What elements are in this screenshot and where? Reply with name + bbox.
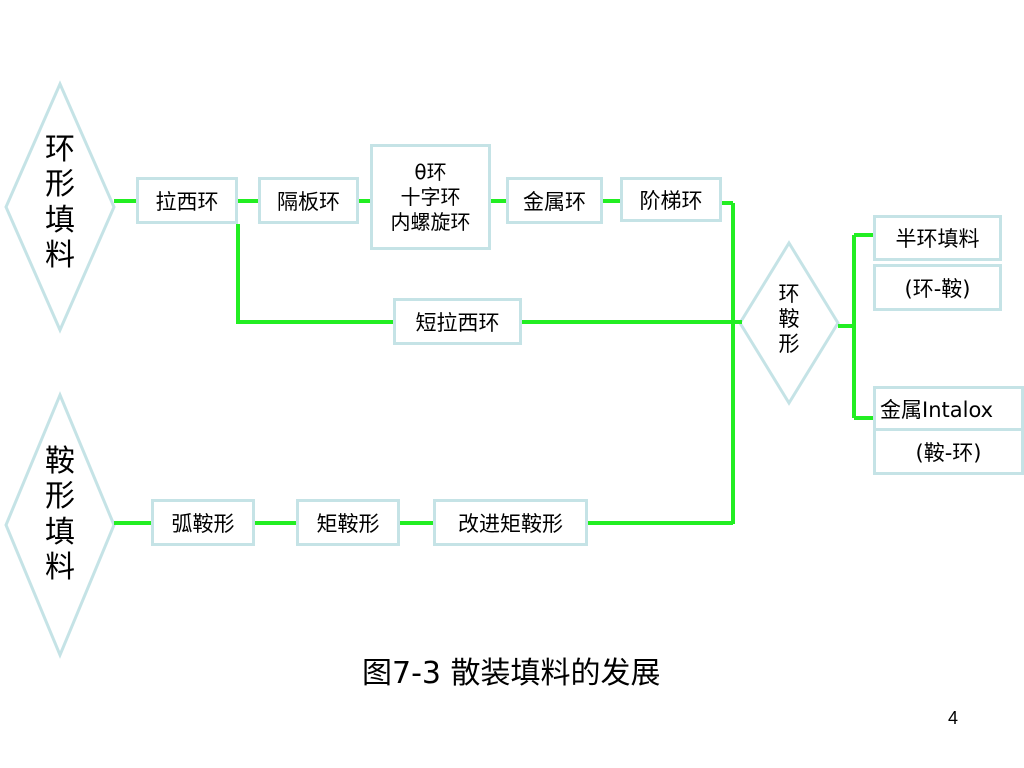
node-metal-intalox-label: 金属Intalox bbox=[880, 398, 994, 422]
saddle-packing-text: 鞍形填料 bbox=[45, 444, 75, 586]
node-partition-ring-label: 隔板环 bbox=[277, 189, 340, 214]
ring-saddle-text: 环鞍形 bbox=[778, 282, 800, 356]
node-raschig-ring: 拉西环 bbox=[136, 177, 238, 224]
node-improved-intalox-saddle: 改进矩鞍形 bbox=[433, 499, 588, 546]
node-metal-ring: 金属环 bbox=[506, 177, 603, 224]
node-half-ring-label: 半环填料 bbox=[895, 227, 980, 251]
node-intalox-saddle: 矩鞍形 bbox=[296, 499, 400, 546]
node-short-raschig-label: 短拉西环 bbox=[415, 310, 500, 335]
node-half-ring-note: (环-鞍) bbox=[873, 264, 1002, 311]
cross-ring-label: 十字环 bbox=[400, 184, 461, 209]
connector-lines bbox=[114, 199, 873, 525]
node-partition-ring: 隔板环 bbox=[258, 177, 359, 224]
ring-saddle-diamond bbox=[738, 240, 840, 406]
node-raschig-ring-label: 拉西环 bbox=[155, 189, 219, 214]
node-intalox-saddle-label: 矩鞍形 bbox=[316, 511, 380, 536]
spiral-ring-label: 内螺旋环 bbox=[390, 209, 471, 234]
node-metal-intalox: 金属Intalox bbox=[873, 386, 1024, 432]
node-cascade-ring: 阶梯环 bbox=[620, 177, 722, 222]
slide-number: 4 bbox=[948, 708, 959, 728]
node-improved-intalox-label: 改进矩鞍形 bbox=[458, 511, 563, 536]
theta-ring-label: θ环 bbox=[414, 159, 447, 184]
node-metal-intalox-note-label: (鞍-环) bbox=[915, 440, 982, 465]
node-short-raschig-ring: 短拉西环 bbox=[393, 298, 522, 345]
node-metal-intalox-note: (鞍-环) bbox=[873, 428, 1024, 475]
ring-packing-text: 环形填料 bbox=[45, 132, 75, 274]
ring-saddle-label: 环鞍形 bbox=[774, 282, 804, 356]
node-half-ring: 半环填料 bbox=[873, 215, 1002, 261]
node-cascade-ring-label: 阶梯环 bbox=[639, 188, 703, 213]
node-half-ring-note-label: (环-鞍) bbox=[904, 276, 971, 301]
ring-packing-label: 环形填料 bbox=[40, 132, 80, 274]
node-berl-saddle-label: 弧鞍形 bbox=[171, 511, 235, 536]
node-berl-saddle: 弧鞍形 bbox=[151, 499, 255, 546]
node-theta-cross-spiral: θ环 十字环 内螺旋环 bbox=[370, 144, 491, 250]
node-metal-ring-label: 金属环 bbox=[523, 189, 586, 214]
saddle-packing-diamond bbox=[4, 391, 116, 659]
ring-packing-diamond bbox=[4, 80, 116, 334]
saddle-packing-label: 鞍形填料 bbox=[40, 444, 80, 586]
figure-caption: 图7-3 散装填料的发展 bbox=[362, 656, 661, 691]
